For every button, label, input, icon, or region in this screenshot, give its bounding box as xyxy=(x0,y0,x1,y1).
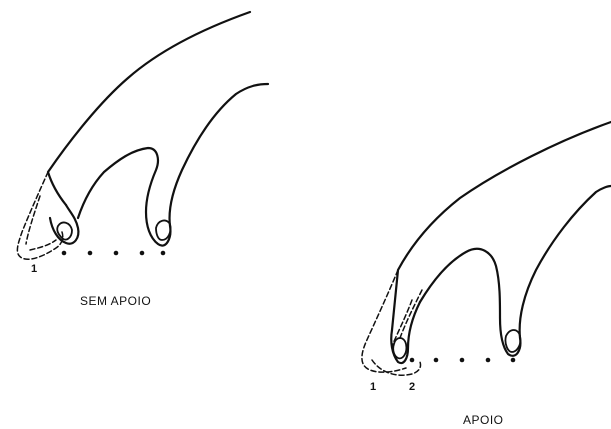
position-marker: 1 xyxy=(370,381,376,393)
dashed-finger-right xyxy=(362,270,406,372)
dashed-curve-right xyxy=(372,360,421,375)
dashed-finger-left xyxy=(17,172,62,259)
palm-contour-left xyxy=(78,84,268,246)
dot xyxy=(410,358,415,363)
position-marker: 1 xyxy=(31,263,37,275)
dot xyxy=(486,358,491,363)
hand-outline-right xyxy=(392,122,611,330)
thumb-nail-left xyxy=(156,221,171,240)
dot xyxy=(114,251,119,256)
dot xyxy=(460,358,465,363)
panel-apoio: 1 2 APOIO xyxy=(362,122,611,427)
dashed-finger-inner-right xyxy=(392,290,422,346)
thumb-nail-right xyxy=(505,330,520,352)
panel-sem-apoio: 1 SEM APOIO xyxy=(17,12,268,308)
dot xyxy=(140,251,145,256)
dot xyxy=(62,251,67,256)
dot xyxy=(88,251,93,256)
index-nail-right xyxy=(393,338,406,358)
caption-apoio: APOIO xyxy=(463,413,504,427)
position-marker: 2 xyxy=(409,381,415,393)
dot xyxy=(434,358,439,363)
finger-contour-left xyxy=(50,205,78,244)
dot xyxy=(511,358,516,363)
dot xyxy=(161,251,166,256)
caption-sem-apoio: SEM APOIO xyxy=(80,294,151,308)
